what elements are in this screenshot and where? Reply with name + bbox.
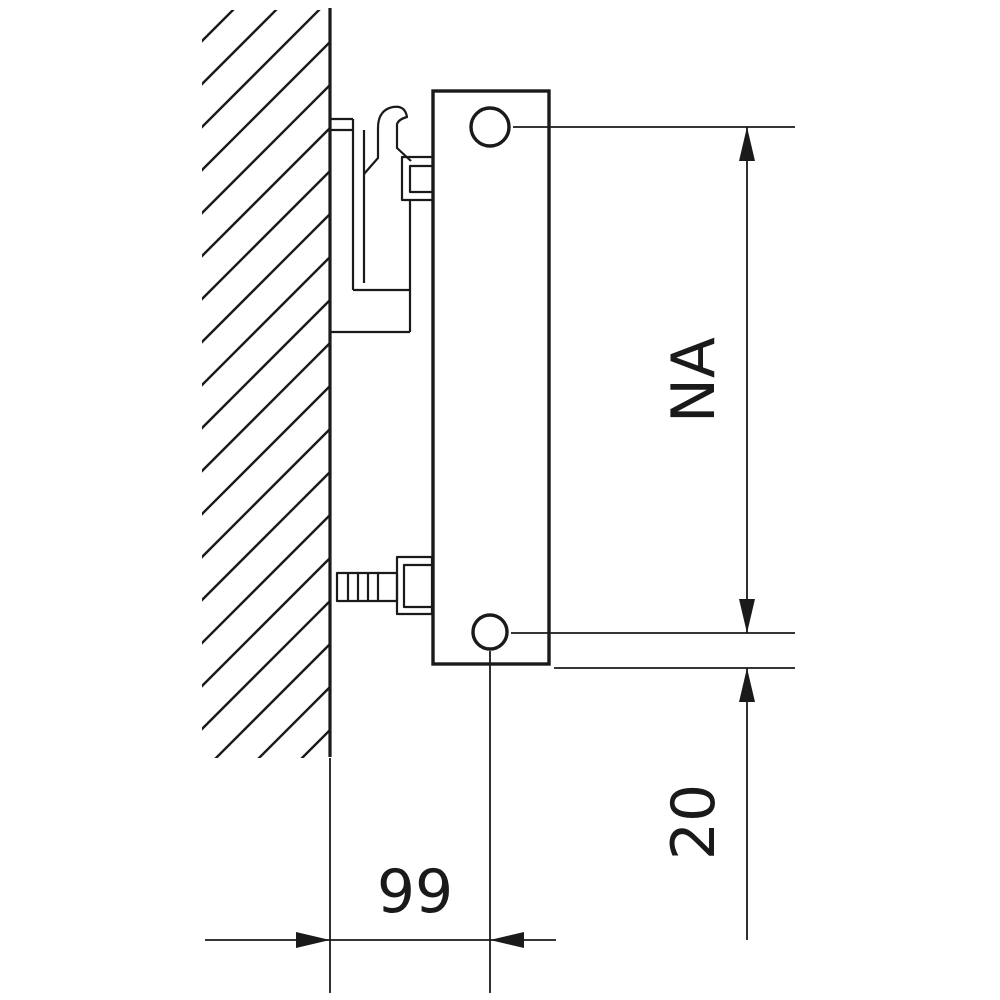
- radiator-profile: [431, 89, 551, 666]
- anchor-bolt: [335, 555, 434, 616]
- dimension-99-label: 99: [377, 857, 453, 927]
- wall-distance-arrow-left: [490, 932, 524, 948]
- bracket-tab-outer: [400, 155, 432, 202]
- radiator-body: [431, 89, 551, 666]
- wall-section: [202, 8, 332, 758]
- dimension-na-label: NA: [659, 337, 729, 423]
- na-arrow-down: [739, 599, 755, 633]
- dimension-20: 20: [554, 667, 795, 940]
- bolt-block-inner: [402, 563, 432, 609]
- mounting-bracket: [330, 105, 432, 334]
- dimension-na: NA: [511, 126, 795, 634]
- na-arrow-up: [739, 127, 755, 161]
- bracket-hook: [363, 105, 412, 175]
- dimension-99: 99: [205, 651, 556, 993]
- bracket-tab-inner: [408, 164, 432, 194]
- dimension-20-label: 20: [659, 784, 729, 860]
- top-connection-port: [469, 106, 511, 148]
- offset-arrow-up: [739, 668, 755, 702]
- bottom-connection-port: [471, 613, 509, 651]
- wall-hatching: [202, 10, 330, 758]
- wall-distance-arrow-right: [296, 932, 330, 948]
